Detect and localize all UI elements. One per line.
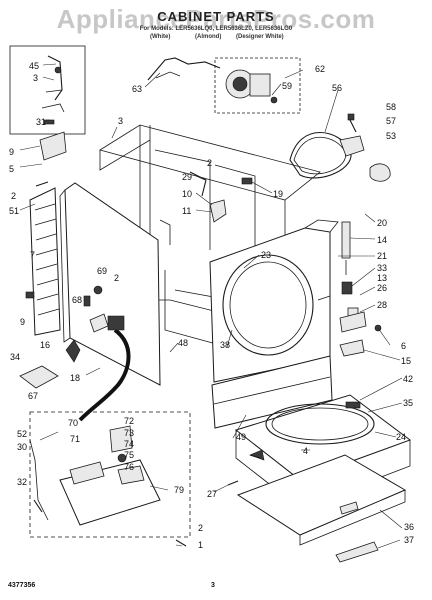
callout-53: 53 (386, 131, 396, 141)
callout-23: 23 (261, 250, 271, 260)
mounting-bracket (35, 131, 67, 187)
callout-2d: 2 (198, 523, 203, 533)
wire-harness-kit (9, 45, 86, 135)
drive-motor-assembly (147, 57, 301, 114)
door-switch-parts (317, 221, 382, 357)
callout-72: 72 (124, 416, 134, 426)
front-panel (209, 219, 339, 383)
document-number: 4377356 (8, 582, 36, 589)
callout-9b: 9 (20, 317, 25, 327)
callout-3b: 3 (118, 116, 123, 126)
callout-45: 45 (29, 61, 39, 71)
callout-29: 29 (182, 172, 192, 182)
callout-15: 15 (401, 356, 411, 366)
foot-glides (25, 291, 91, 363)
callout-2b: 2 (207, 158, 212, 168)
callout-1: 1 (198, 540, 203, 550)
callout-42: 42 (403, 374, 413, 384)
callout-32: 32 (17, 477, 27, 487)
callout-63: 63 (132, 84, 142, 94)
callout-3: 3 (33, 73, 38, 83)
callout-52: 52 (17, 429, 27, 439)
callout-48: 48 (178, 338, 188, 348)
callout-59: 59 (282, 81, 292, 91)
callout-62: 62 (315, 64, 325, 74)
page-number: 3 (211, 582, 215, 589)
callout-13: 13 (377, 273, 387, 283)
callout-75: 75 (124, 450, 134, 460)
color-white: (White) (150, 34, 171, 40)
callout-6: 6 (401, 341, 406, 351)
color-designer-white: (Designer White) (236, 34, 284, 40)
callout-18: 18 (70, 373, 80, 383)
idler-and-screws (339, 113, 391, 182)
callout-68: 68 (72, 295, 82, 305)
callout-76: 76 (124, 462, 134, 472)
terminal-block-bracket (89, 285, 109, 333)
callout-33: 33 (377, 263, 387, 273)
base-plate (236, 454, 407, 563)
thermostat-inset (29, 411, 191, 538)
callout-35: 35 (403, 398, 413, 408)
callout-71: 71 (70, 434, 80, 444)
watermark: AppliancePartsPros.com (56, 4, 376, 34)
callout-36: 36 (404, 522, 414, 532)
rear-vent-bracket (29, 187, 61, 336)
color-almond: (Almond) (195, 34, 222, 40)
callout-21: 21 (377, 251, 387, 261)
callout-73: 73 (124, 428, 134, 438)
loose-screws (175, 454, 261, 547)
callout-51: 51 (9, 206, 19, 216)
callout-70: 70 (68, 418, 78, 428)
callout-26: 26 (377, 283, 387, 293)
callout-labels: 45 3 31 63 62 59 56 58 57 53 3 9 5 2 51 … (9, 61, 414, 550)
callout-56: 56 (332, 83, 342, 93)
callout-79: 79 (174, 485, 184, 495)
callout-2: 2 (11, 191, 16, 201)
callout-24: 24 (396, 432, 406, 442)
callout-57: 57 (386, 116, 396, 126)
toe-panel (211, 355, 333, 429)
callout-37: 37 (404, 535, 414, 545)
callout-7: 7 (30, 250, 35, 260)
callout-10: 10 (182, 189, 192, 199)
foot-pad (19, 365, 59, 389)
callout-67: 67 (28, 391, 38, 401)
left-side-panel (59, 182, 161, 386)
callout-30: 30 (17, 442, 27, 452)
callout-14: 14 (377, 235, 387, 245)
callout-11: 11 (182, 206, 191, 216)
callout-2c: 2 (114, 273, 119, 283)
callout-31: 31 (36, 117, 46, 127)
bearing-bracket (189, 171, 253, 223)
callout-5: 5 (9, 164, 14, 174)
callout-27: 27 (207, 489, 217, 499)
callout-19: 19 (273, 189, 283, 199)
callout-28: 28 (377, 300, 387, 310)
callout-34: 34 (10, 352, 20, 362)
callout-58: 58 (386, 102, 396, 112)
callout-38: 38 (220, 340, 230, 350)
diagram-title: CABINET PARTS (157, 9, 275, 24)
callout-20: 20 (377, 218, 387, 228)
callout-4: 4 (303, 446, 308, 456)
model-list: For Models: LER5636LQ0, LER5636LZ0, LER5… (139, 26, 293, 32)
callout-74: 74 (124, 439, 134, 449)
callout-49: 49 (236, 432, 246, 442)
callout-16: 16 (40, 340, 50, 350)
callout-69: 69 (97, 266, 107, 276)
callout-9: 9 (9, 147, 14, 157)
leader-lines (19, 63, 403, 549)
base-assembly (234, 394, 412, 509)
power-cord (78, 315, 131, 422)
